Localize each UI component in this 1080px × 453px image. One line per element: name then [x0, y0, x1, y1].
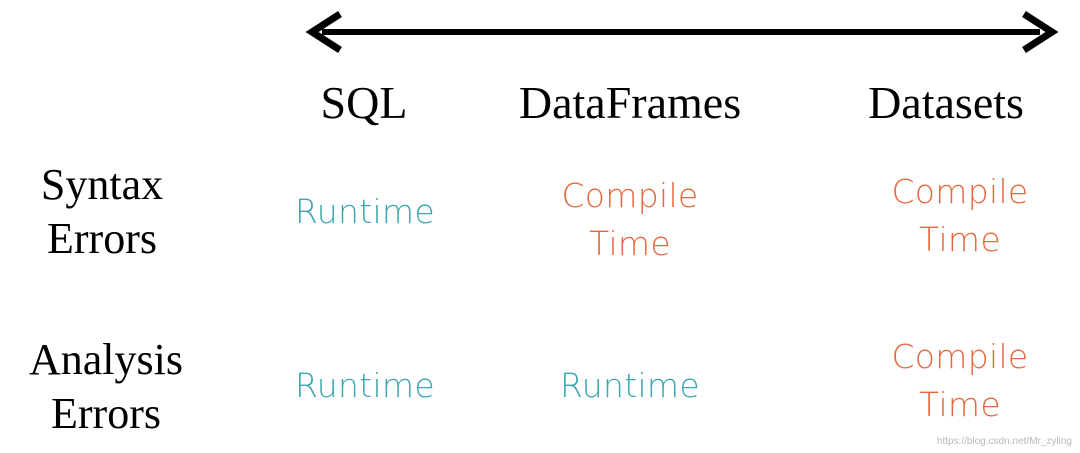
- cell-syntax-sql: Runtime: [295, 192, 435, 231]
- arrow-head-left: [305, 11, 342, 53]
- row-label-syntax-errors: Syntax Errors: [40, 160, 164, 263]
- cell-syntax-datasets: Compile Time: [891, 172, 1029, 259]
- row-label-analysis-errors: Analysis Errors: [29, 335, 183, 438]
- arrow-head-right: [1022, 11, 1059, 53]
- cell-syntax-dataframes: Compile Time: [561, 176, 699, 263]
- column-header-dataframes: DataFrames: [518, 77, 742, 128]
- watermark-text: https://blog.csdn.net/Mr_zyling: [936, 436, 1072, 447]
- column-header-sql: SQL: [320, 77, 408, 128]
- cell-analysis-dataframes: Runtime: [560, 366, 700, 405]
- cell-analysis-sql: Runtime: [295, 366, 435, 405]
- cell-analysis-datasets: Compile Time: [891, 337, 1029, 424]
- column-header-datasets: Datasets: [868, 77, 1024, 128]
